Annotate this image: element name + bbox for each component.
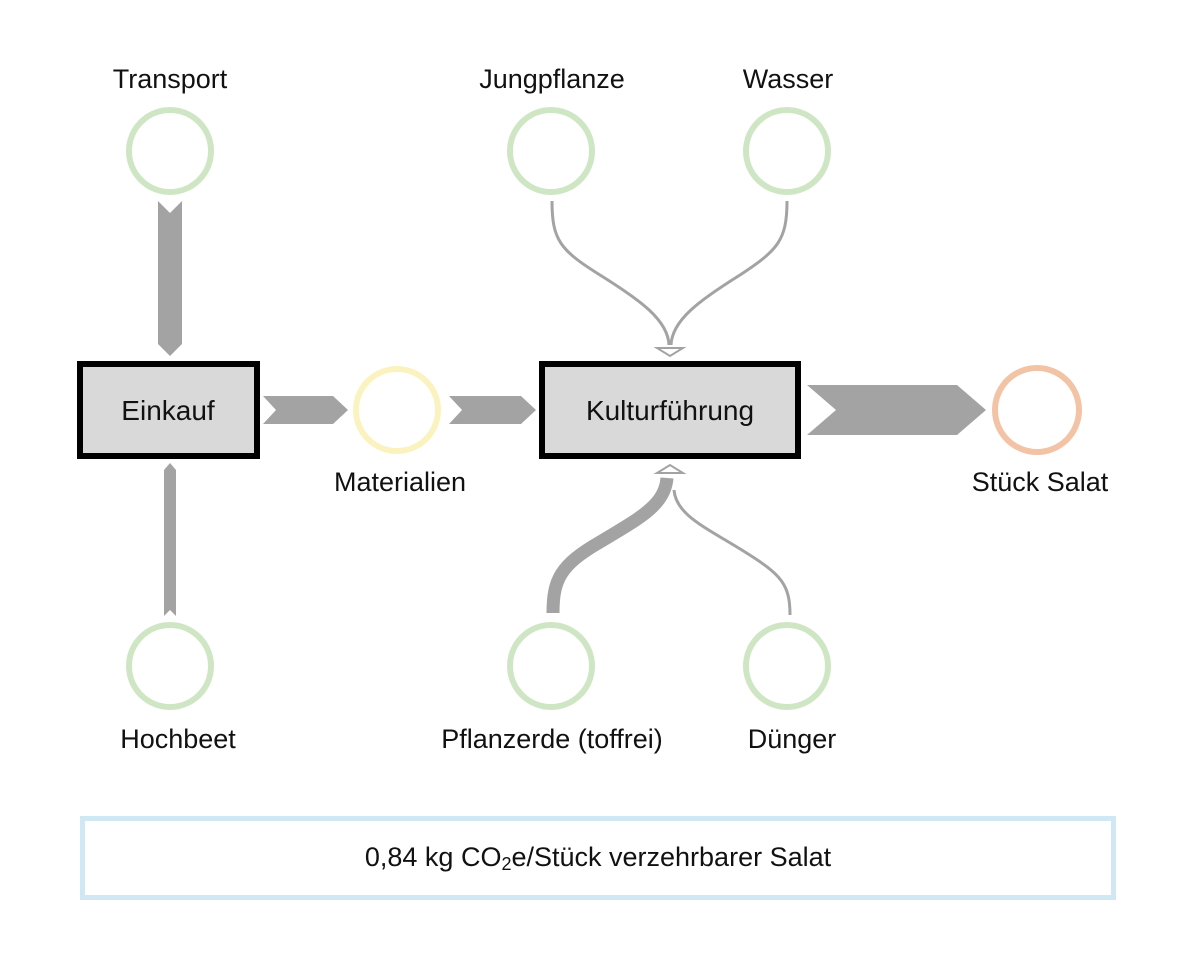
arrowhead-bottom-kulturfuehrung	[653, 463, 687, 474]
flow-einkauf-materialien	[263, 396, 348, 424]
process-kulturfuehrung-label: Kulturführung	[586, 395, 754, 426]
flow-materialien-kulturfuehrung	[449, 396, 536, 424]
process-kulturfuehrung[interactable]: Kulturführung	[539, 361, 801, 459]
node-hochbeet-label: Hochbeet	[120, 724, 236, 754]
node-transport[interactable]: Transport	[113, 64, 228, 195]
flow-pflanzerde-kulturfuehrung	[546, 477, 674, 614]
node-wasser[interactable]: Wasser	[743, 64, 834, 195]
process-einkauf[interactable]: Einkauf	[77, 361, 260, 459]
arrowhead-top-kulturfuehrung	[653, 347, 687, 358]
node-duenger[interactable]: Dünger	[743, 622, 837, 754]
summary-subscript: 2	[501, 853, 512, 874]
node-materialien[interactable]: Materialien	[334, 366, 466, 497]
flow-transport-einkauf	[158, 201, 182, 356]
flow-jungpflanze-kulturfuehrung	[550, 200, 671, 346]
node-duenger-label: Dünger	[748, 724, 837, 754]
flow-duenger-kulturfuehrung	[672, 489, 792, 616]
summary-suffix: e/Stück verzehrbarer Salat	[511, 841, 832, 872]
node-hochbeet[interactable]: Hochbeet	[120, 622, 236, 754]
summary-text: 0,84 kg CO2e/Stück verzehrbarer Salat	[365, 842, 831, 875]
node-jungpflanze-label: Jungpflanze	[479, 64, 625, 94]
node-wasser-label: Wasser	[743, 64, 834, 94]
process-einkauf-label: Einkauf	[121, 395, 215, 426]
result-summary-box: 0,84 kg CO2e/Stück verzehrbarer Salat	[80, 816, 1116, 900]
flow-hochbeet-einkauf	[164, 463, 176, 616]
node-jungpflanze[interactable]: Jungpflanze	[479, 64, 625, 195]
node-materialien-label: Materialien	[334, 467, 466, 497]
node-pflanzerde[interactable]: Pflanzerde (toffrei)	[441, 622, 663, 754]
node-transport-label: Transport	[113, 64, 228, 94]
summary-prefix: 0,84 kg CO	[364, 841, 502, 872]
node-stueck-salat-label: Stück Salat	[972, 467, 1109, 497]
flow-wasser-kulturfuehrung	[669, 200, 789, 346]
node-stueck-salat[interactable]: Stück Salat	[972, 365, 1109, 497]
node-pflanzerde-label: Pflanzerde (toffrei)	[441, 724, 663, 754]
flow-kulturfuehrung-salat	[807, 385, 986, 435]
